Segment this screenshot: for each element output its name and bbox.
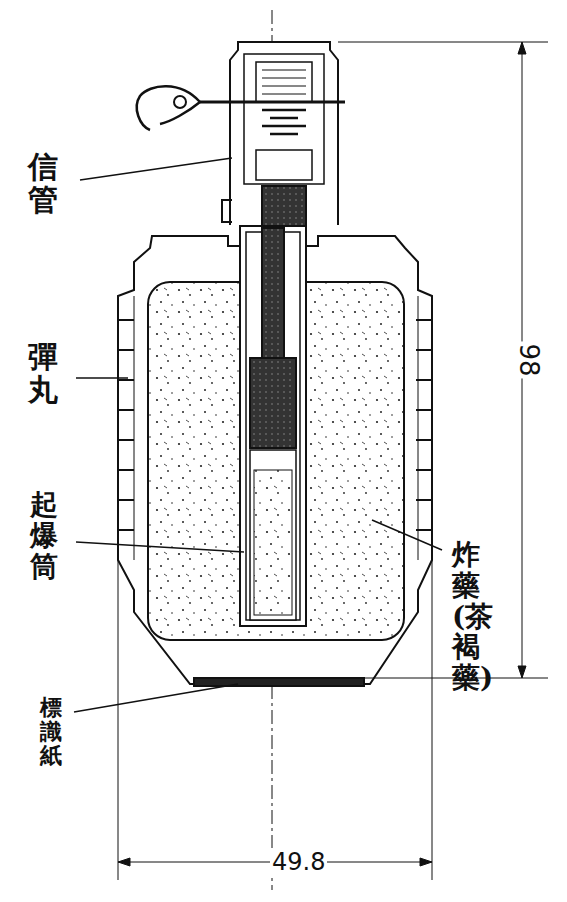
part-name: 標識紙 xyxy=(40,695,62,768)
dimension: 49.8 xyxy=(270,848,327,876)
dimension: 98 xyxy=(514,341,544,378)
part-name: 彈丸 xyxy=(28,340,58,406)
part-name: 信管 xyxy=(28,150,58,216)
part-name: 炸藥(茶褐藥) xyxy=(452,540,480,694)
part-name: 起爆筒 xyxy=(30,490,58,582)
